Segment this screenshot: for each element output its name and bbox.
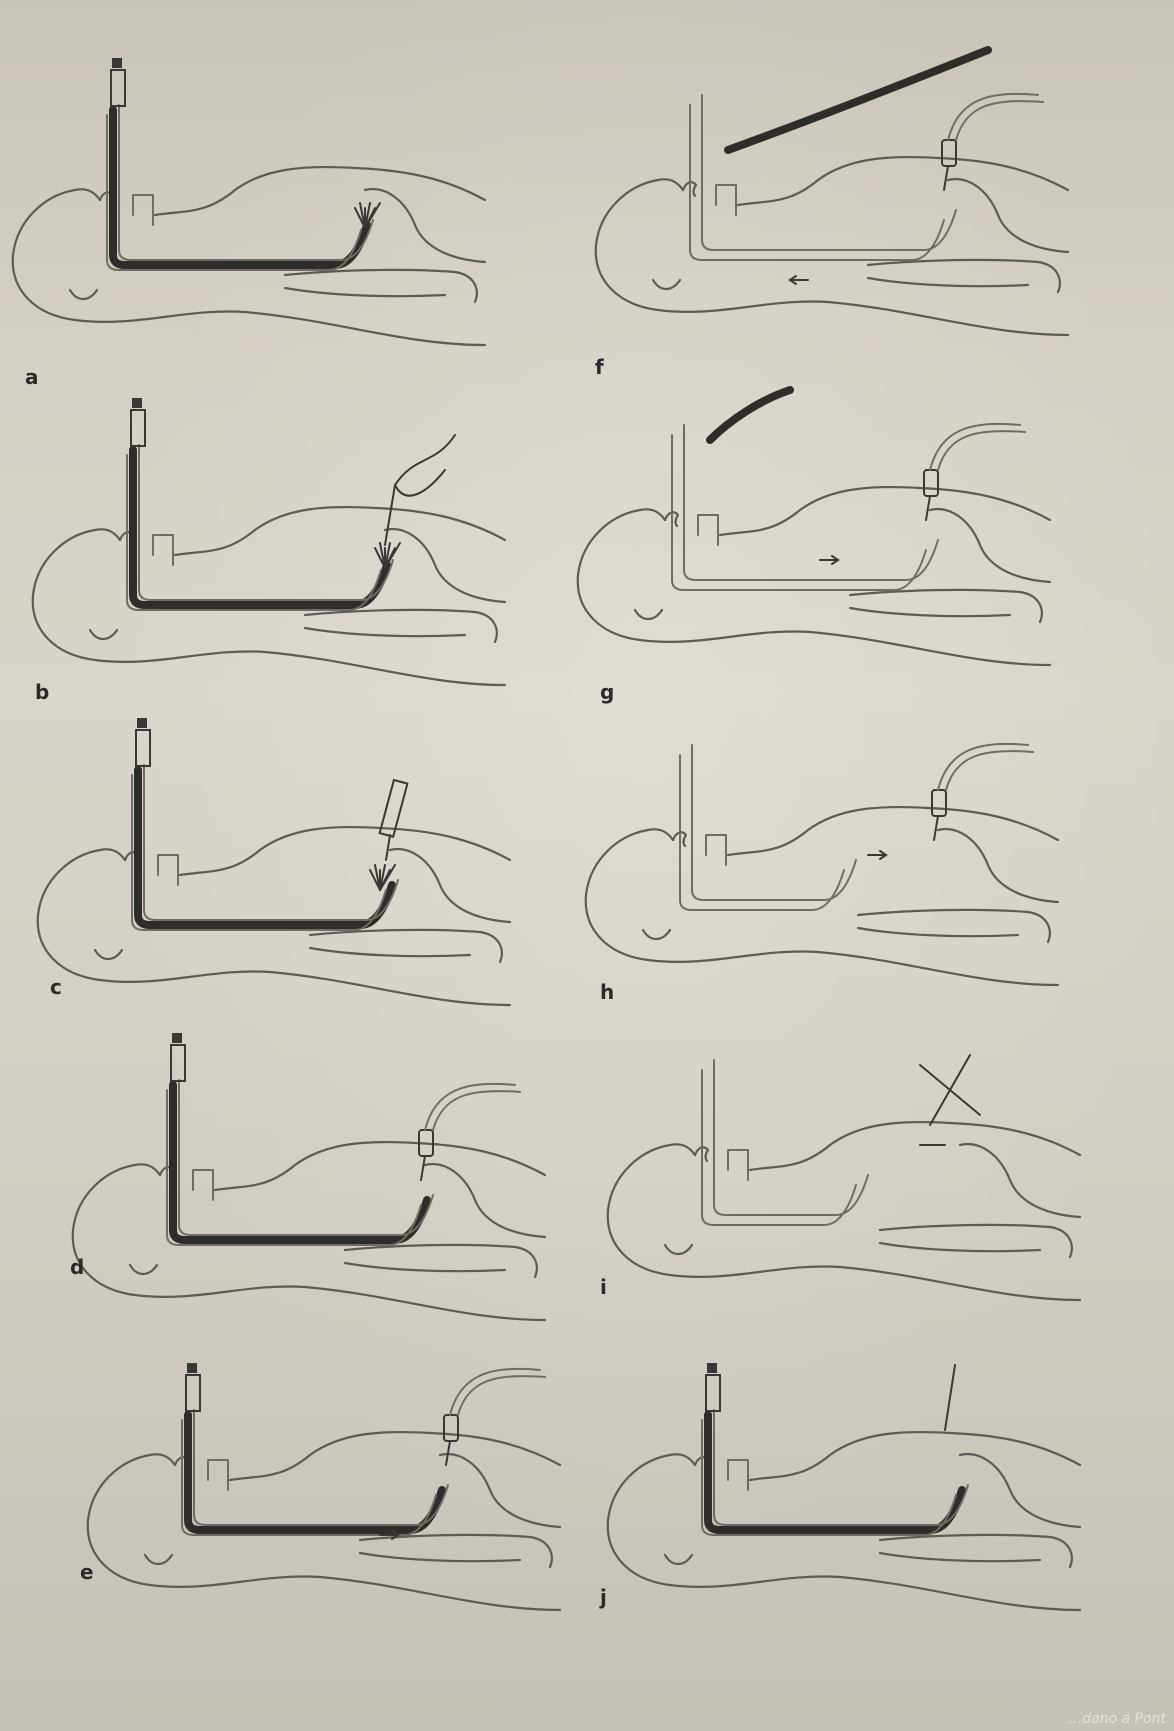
gastrostomy-tube — [945, 1365, 955, 1430]
direction-arrow — [820, 556, 838, 564]
panel-illustration-e — [80, 1305, 640, 1635]
panel-b — [25, 380, 585, 710]
panel-label-d: d — [70, 1255, 84, 1279]
panel-illustration-b — [25, 380, 585, 710]
panel-label-c: c — [50, 975, 62, 999]
patient-outline — [88, 1432, 560, 1610]
light-transillumination — [375, 543, 400, 568]
patient-outline — [33, 507, 505, 685]
panel-a — [5, 40, 565, 370]
wire-sheath — [924, 424, 1025, 520]
pull-wire — [710, 390, 790, 440]
scissors — [920, 1055, 980, 1125]
panel-illustration-c — [30, 700, 590, 1030]
panel-g — [570, 360, 1130, 690]
syringe — [380, 780, 408, 860]
panel-illustration-j — [600, 1305, 1160, 1635]
endoscope — [107, 58, 373, 270]
endoscope — [702, 1363, 968, 1535]
endoscope — [127, 398, 393, 610]
panel-label-j: j — [600, 1585, 607, 1609]
wire-sheath — [419, 1084, 520, 1180]
patient-outline — [586, 807, 1058, 985]
panel-illustration-f — [588, 30, 1148, 360]
corner-caption-fragment: …dano a Pont — [1068, 1711, 1166, 1727]
direction-arrow — [868, 851, 886, 859]
panel-illustration-i — [600, 995, 1160, 1325]
panel-illustration-d — [65, 1015, 625, 1345]
endoscope — [167, 1033, 433, 1245]
patient-outline — [578, 487, 1050, 665]
panel-illustration-a — [5, 40, 565, 370]
panel-d — [65, 1015, 625, 1345]
panel-illustration-h — [578, 680, 1138, 1010]
endoscope — [182, 1363, 448, 1535]
panel-i — [600, 995, 1160, 1325]
panel-c — [30, 700, 590, 1030]
patient-outline — [608, 1432, 1080, 1610]
panel-label-e: e — [80, 1560, 94, 1584]
panel-illustration-g — [570, 360, 1130, 690]
patient-outline — [38, 827, 510, 1005]
panel-h — [578, 680, 1138, 1010]
light-transillumination — [355, 203, 380, 228]
patient-outline — [13, 167, 485, 345]
panel-label-i: i — [600, 1275, 607, 1299]
wire-sheath — [932, 744, 1033, 840]
wire-sheath — [942, 94, 1043, 190]
panel-j — [600, 1305, 1160, 1635]
endoscope — [702, 1060, 868, 1225]
patient-outline — [73, 1142, 545, 1320]
panel-e — [80, 1305, 640, 1635]
direction-arrow — [790, 276, 808, 284]
endoscope — [132, 718, 398, 930]
endoscope — [680, 745, 856, 910]
panel-f — [588, 30, 1148, 360]
patient-outline — [596, 157, 1068, 335]
